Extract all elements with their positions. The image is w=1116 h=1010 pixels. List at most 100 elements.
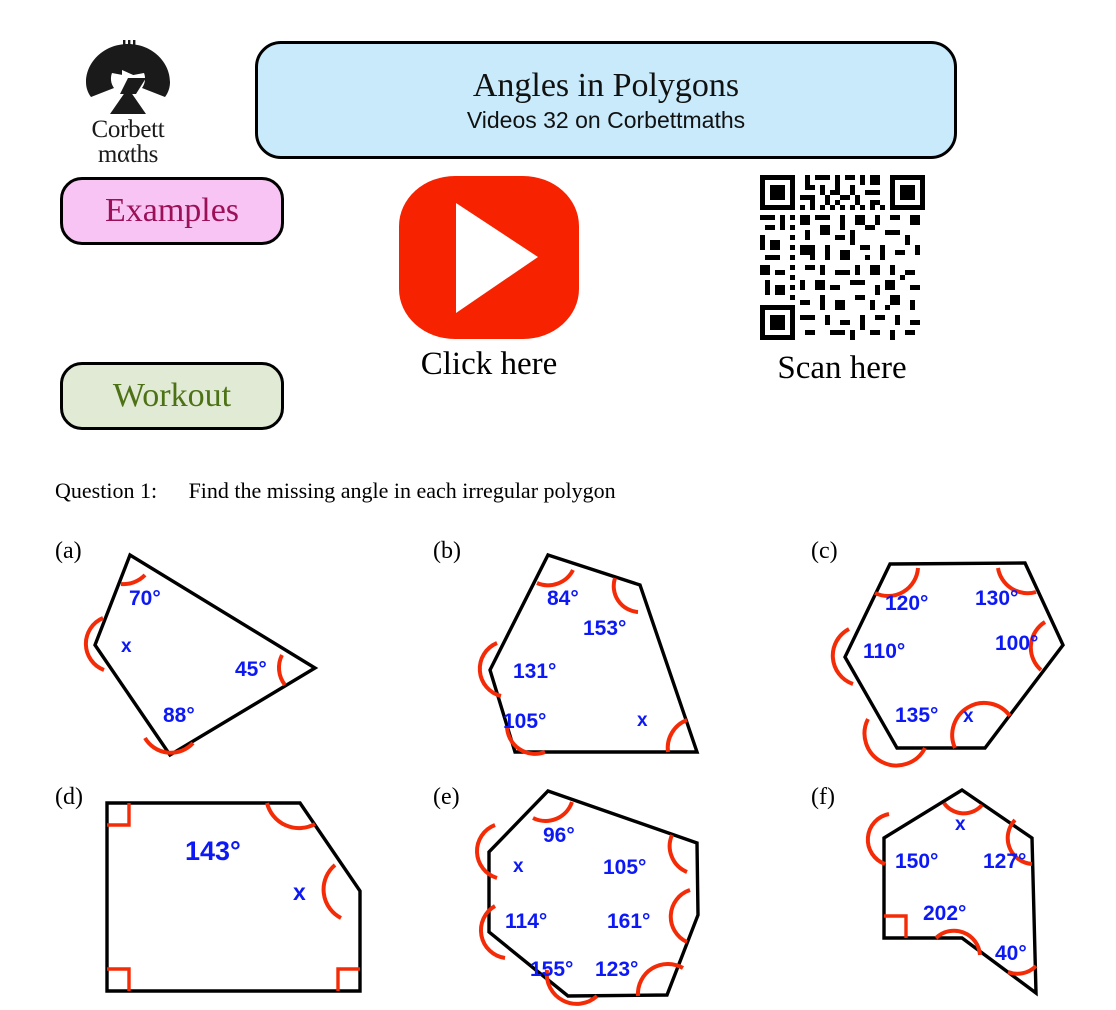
angle-label-b-bottomleft: 105° bbox=[503, 710, 546, 733]
polygon-c-outline bbox=[843, 561, 1065, 750]
angle-arc-b-topright bbox=[611, 577, 639, 614]
angle-label-c-left: 110° bbox=[863, 640, 905, 663]
angle-arc-b-topleft bbox=[536, 568, 575, 588]
angle-arc-b-bottomleft bbox=[505, 725, 546, 756]
figure-f: (f) x 150° 127° 202° 40° bbox=[805, 780, 1115, 1010]
polygon-b-outline bbox=[488, 552, 700, 754]
angle-label-f-reflex: 202° bbox=[923, 902, 966, 925]
qr-code-icon bbox=[759, 175, 925, 340]
angle-label-f-left: 150° bbox=[895, 850, 938, 873]
figure-c-diagram: 120° 130° 110° 100° 135° x bbox=[830, 561, 1065, 768]
corbettmaths-logo-icon bbox=[86, 40, 170, 114]
right-angle-mark-d-bottomleft bbox=[107, 967, 131, 991]
angle-label-a-right: 45° bbox=[235, 658, 267, 681]
logo-name-line2: mαths bbox=[97, 141, 159, 168]
banner-title: Angles in Polygons bbox=[472, 66, 740, 104]
polygon-f-outline bbox=[882, 787, 1038, 997]
angle-label-b-topright: 153° bbox=[583, 617, 626, 640]
workout-button[interactable]: Workout bbox=[60, 362, 284, 430]
figure-e-diagram: 96° x 105° 114° 161° 155° 123° bbox=[475, 789, 700, 1006]
angle-label-c-bottomright: x bbox=[963, 706, 974, 727]
figure-d-diagram: 143° x bbox=[105, 801, 362, 993]
qr-caption: Scan here bbox=[777, 350, 907, 386]
figure-f-diagram: x 150° 127° 202° 40° bbox=[865, 787, 1038, 997]
figure-a-diagram: 70° x 88° 45° bbox=[83, 552, 319, 758]
angle-label-b-topleft: 84° bbox=[547, 587, 579, 610]
angle-label-f-right: 127° bbox=[983, 850, 1026, 873]
angle-arc-a-right bbox=[277, 654, 287, 687]
figure-d-label: (d) bbox=[55, 784, 83, 810]
angle-arc-b-left bbox=[477, 641, 502, 698]
angle-arc-c-bottomright bbox=[950, 701, 1012, 749]
figure-f-label: (f) bbox=[811, 784, 835, 810]
angle-label-f-bottomright: 40° bbox=[995, 942, 1027, 965]
angle-label-c-topleft: 120° bbox=[885, 592, 928, 615]
polygon-e-outline bbox=[487, 789, 700, 998]
angle-arc-f-right bbox=[1005, 818, 1033, 866]
examples-button-label: Examples bbox=[104, 192, 240, 229]
angle-label-d-right: x bbox=[293, 879, 306, 905]
angle-arc-a-top bbox=[120, 573, 147, 587]
video-link-block[interactable]: Click here bbox=[384, 175, 594, 383]
examples-button[interactable]: Examples bbox=[60, 177, 284, 245]
angle-arc-e-lowerright bbox=[668, 888, 691, 944]
figure-a-label: (a) bbox=[55, 538, 82, 564]
angle-label-e-bottomleft: 155° bbox=[530, 958, 573, 981]
angle-label-e-lowerright: 161° bbox=[607, 910, 650, 933]
video-caption: Click here bbox=[420, 346, 558, 382]
angle-label-c-right: 100° bbox=[995, 632, 1038, 655]
angle-arc-f-bottomright bbox=[1007, 964, 1038, 976]
question-text: Find the missing angle in each irregular… bbox=[188, 478, 616, 503]
angle-arc-e-top bbox=[532, 801, 574, 823]
question-row: Question 1: Find the missing angle in ea… bbox=[55, 478, 616, 504]
banner-subtitle: Videos 32 on Corbettmaths bbox=[466, 106, 746, 133]
logo-name-line1: Corbett bbox=[91, 116, 165, 143]
angle-label-e-top: 96° bbox=[543, 824, 575, 847]
angle-arc-c-bottomleft bbox=[862, 718, 927, 768]
right-angle-mark-d-topleft bbox=[107, 803, 131, 827]
youtube-play-icon[interactable] bbox=[398, 175, 580, 340]
angle-label-b-left: 131° bbox=[513, 660, 556, 683]
angle-arc-f-top bbox=[942, 801, 984, 816]
figure-b-diagram: 84° 153° 131° 105° x bbox=[477, 552, 700, 756]
angle-arc-e-right bbox=[667, 834, 688, 874]
polygon-d-outline bbox=[105, 801, 362, 993]
angle-label-e-upperleft: x bbox=[513, 856, 524, 877]
angle-arc-a-left bbox=[83, 616, 105, 672]
figure-c: (c) 120° 130° 110° 100° 135° x bbox=[805, 530, 1115, 780]
angle-arc-f-left bbox=[865, 812, 890, 866]
right-angle-mark-d-bottomright bbox=[336, 967, 360, 991]
figure-d: (d) 143° x bbox=[45, 780, 385, 1010]
corbettmaths-logo: Corbett mαths bbox=[72, 38, 184, 167]
angle-arc-e-bottomright bbox=[635, 961, 685, 997]
angle-arc-c-topright bbox=[996, 567, 1037, 596]
angle-arc-e-upperleft bbox=[475, 823, 498, 880]
angle-arc-e-lowerleft bbox=[478, 904, 506, 960]
figure-c-label: (c) bbox=[811, 538, 838, 564]
figure-e: (e) 96° x 105° 114° 161° 155° 123° bbox=[425, 780, 755, 1010]
angle-label-e-lowerleft: 114° bbox=[505, 910, 547, 933]
qr-block: Scan here bbox=[742, 175, 942, 387]
angle-arc-e-bottomleft bbox=[544, 969, 599, 1006]
angle-label-f-top: x bbox=[955, 814, 966, 835]
question-number-label: Question 1: bbox=[55, 478, 158, 503]
angle-arc-c-left bbox=[830, 627, 854, 686]
angle-label-d-top: 143° bbox=[185, 836, 241, 866]
right-angle-mark-f-bottomleft bbox=[884, 914, 908, 938]
title-banner: Angles in Polygons Videos 32 on Corbettm… bbox=[255, 41, 957, 159]
workout-button-label: Workout bbox=[112, 377, 232, 414]
angle-label-c-topright: 130° bbox=[975, 587, 1018, 610]
angle-label-c-bottomleft: 135° bbox=[895, 704, 938, 727]
figure-e-label: (e) bbox=[433, 784, 460, 810]
angle-arc-a-bottom bbox=[143, 736, 195, 755]
polygon-a-outline bbox=[93, 552, 319, 758]
angle-label-a-left: x bbox=[121, 636, 132, 657]
figure-b: (b) 84° 153° 131° 105° x bbox=[425, 530, 755, 780]
figure-a: (a) 70° x 88° 45° bbox=[45, 530, 385, 780]
angle-label-e-bottomright: 123° bbox=[595, 958, 638, 981]
angle-label-a-bottom: 88° bbox=[163, 704, 195, 727]
angle-label-b-bottomright: x bbox=[637, 710, 648, 731]
corbettmaths-wordmark: Corbett mαths bbox=[72, 117, 184, 167]
angle-arc-f-reflex bbox=[934, 928, 982, 956]
angle-label-e-right: 105° bbox=[603, 856, 646, 879]
